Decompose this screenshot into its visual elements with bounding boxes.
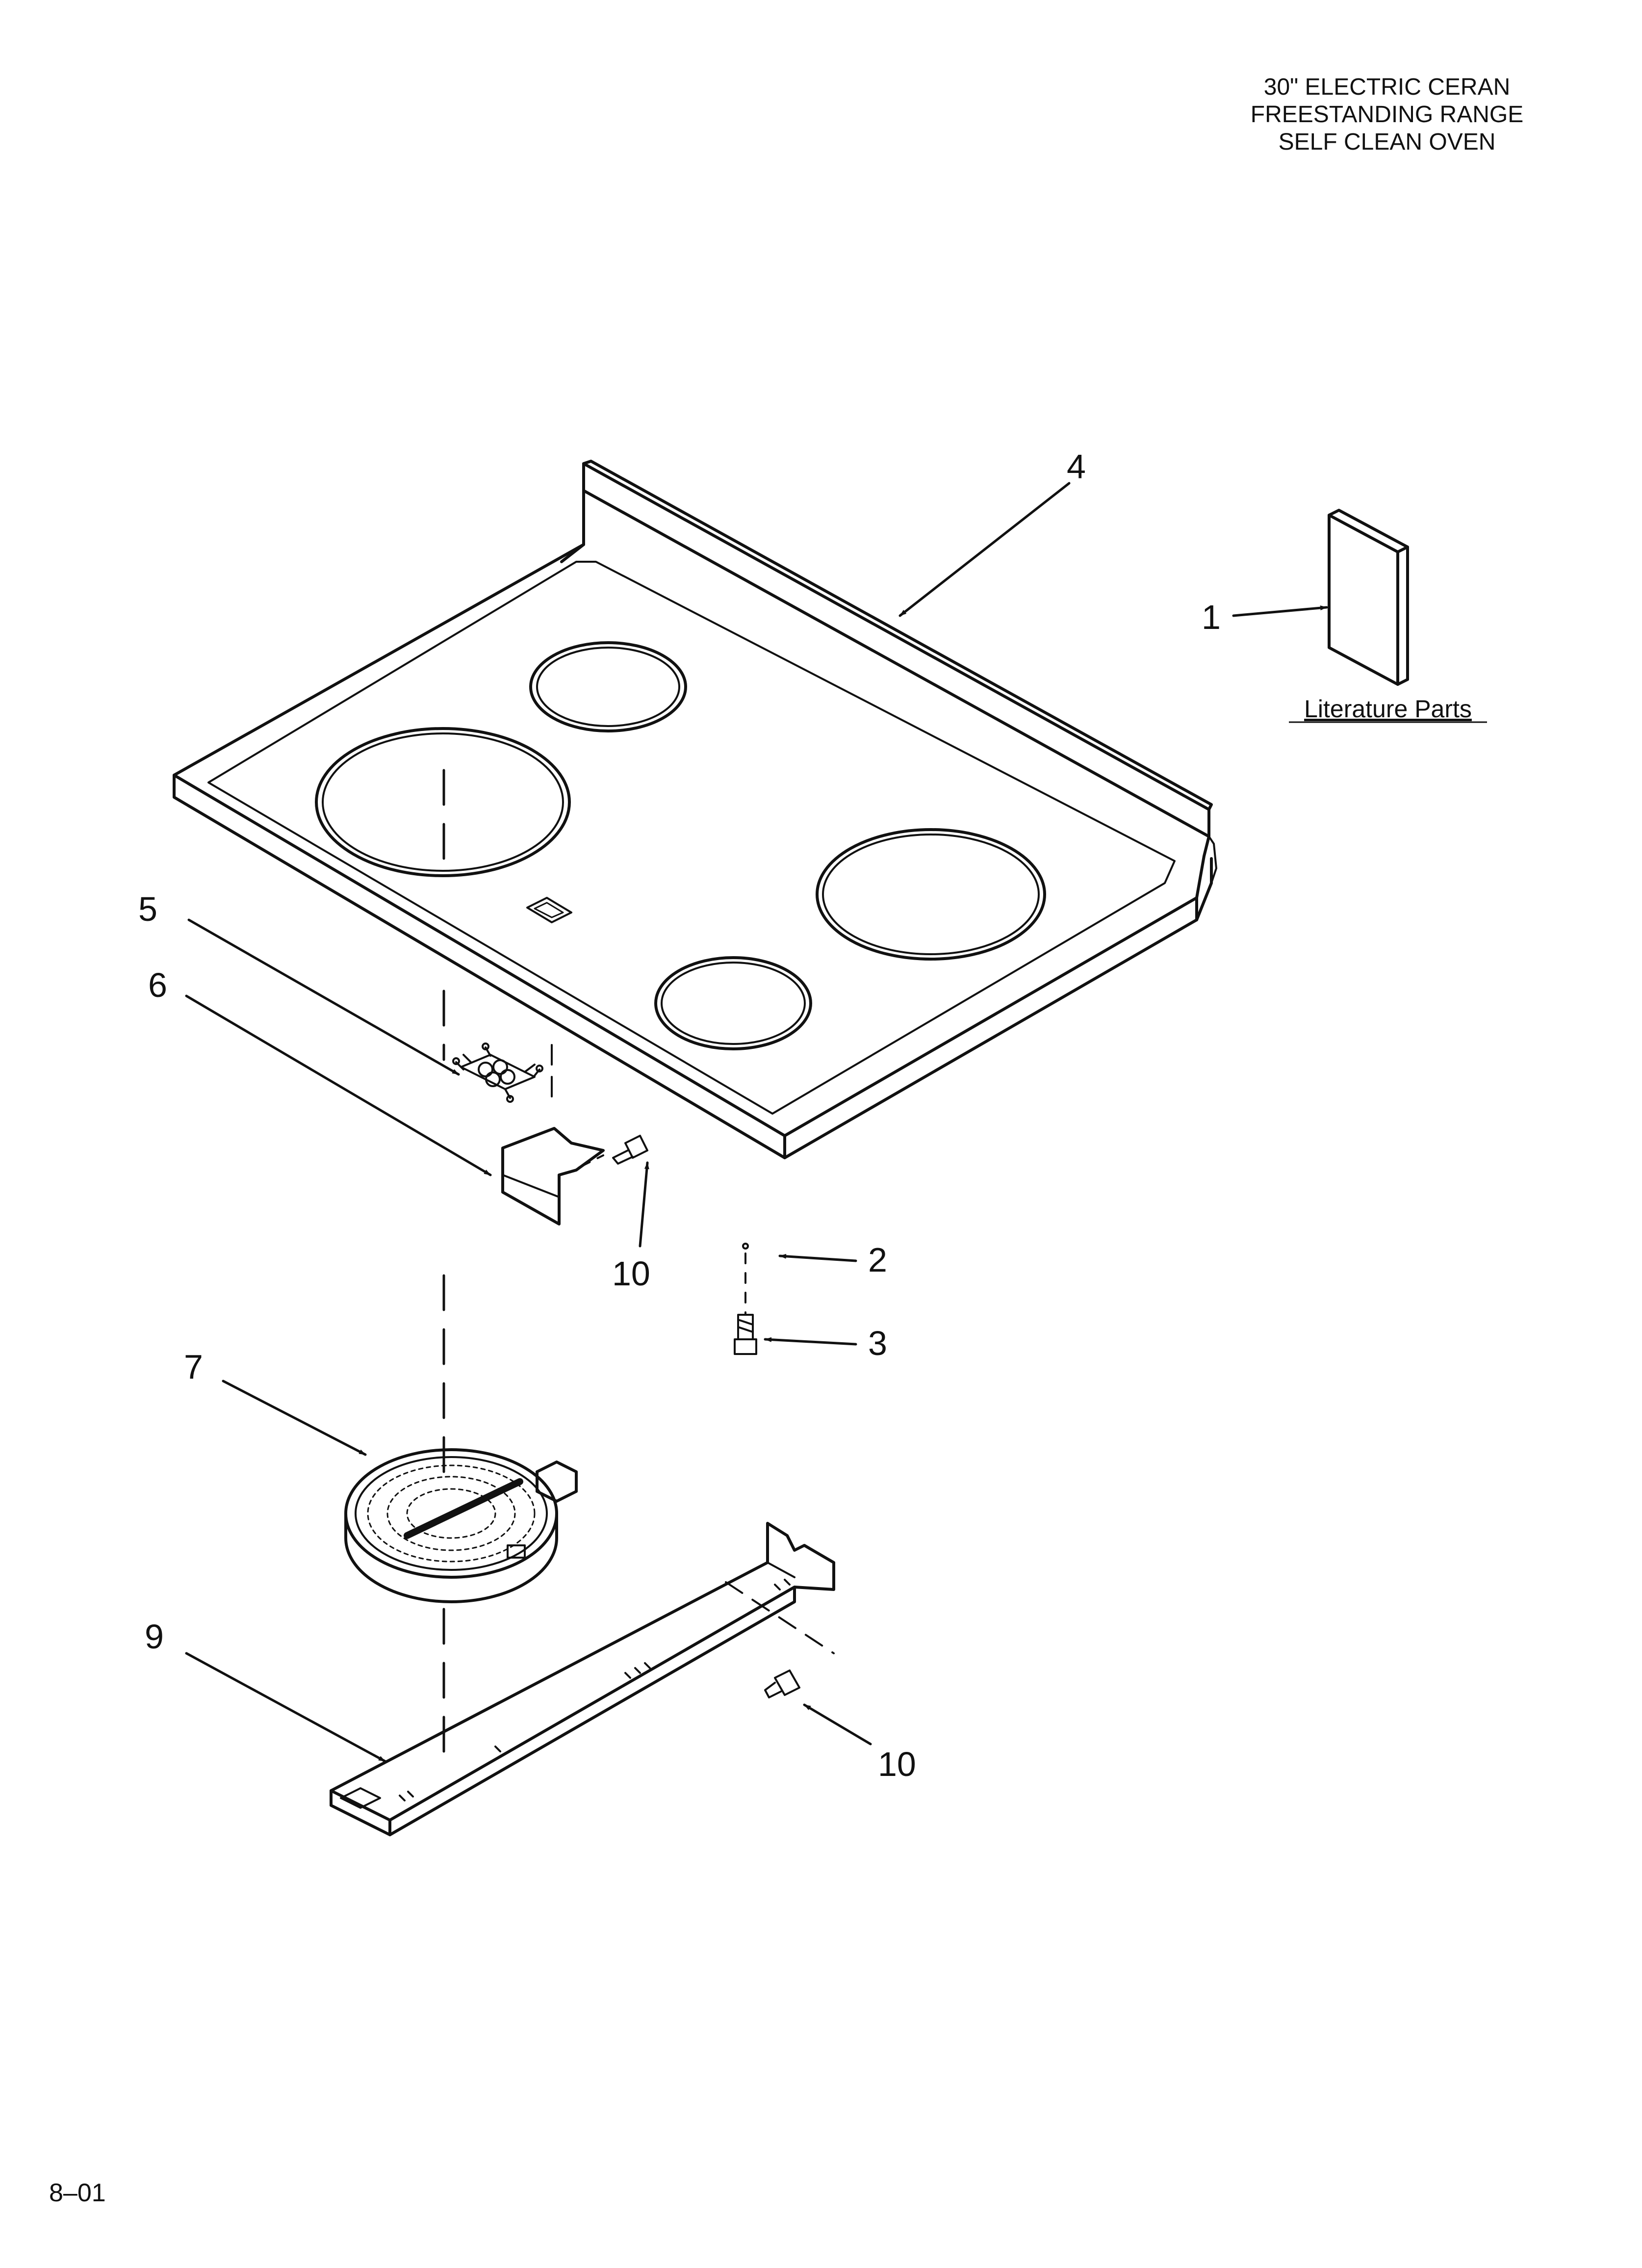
part-6-bracket: [501, 1127, 605, 1225]
leader-3: [764, 1337, 857, 1346]
leader-9: [185, 1652, 386, 1763]
front-right-burner-inner: [661, 962, 806, 1045]
callout-4: 4: [1067, 447, 1086, 486]
leader-7: [222, 1380, 367, 1456]
callout-3: 3: [868, 1324, 887, 1362]
part-7-radiant-element: [344, 1448, 578, 1603]
cooktop-assembly: [173, 460, 1217, 1159]
leader-lines: [185, 482, 1328, 1763]
literature-parts-label: Literature Parts: [1304, 695, 1472, 723]
title-line-3: SELF CLEAN OVEN: [1278, 129, 1496, 155]
hot-surface-indicator: [526, 897, 572, 923]
leader-1: [1232, 605, 1328, 617]
title-line-1: 30" ELECTRIC CERAN: [1263, 74, 1511, 100]
leader-10-upper: [639, 1161, 649, 1248]
callout-5: 5: [138, 890, 157, 928]
leader-dash: [725, 1581, 835, 1654]
leader-4: [898, 482, 1071, 617]
leader-5: [187, 918, 460, 1076]
front-right-burner: [654, 956, 812, 1050]
diagram-title: 30" ELECTRIC CERAN FREESTANDING RANGE SE…: [1215, 74, 1559, 156]
part-10-screw-upper: [612, 1135, 648, 1165]
callout-10-lower: 10: [878, 1745, 916, 1783]
rear-left-burner-inner: [536, 647, 680, 727]
leader-10-lower: [803, 1703, 872, 1746]
callout-1: 1: [1202, 598, 1221, 636]
footer-code: 8–01: [49, 2179, 106, 2207]
callout-2: 2: [868, 1241, 887, 1279]
callout-9: 9: [145, 1617, 164, 1656]
rear-left-burner: [529, 641, 687, 732]
part-2-clip: [742, 1243, 749, 1250]
leader-2: [778, 1253, 857, 1262]
part-9-support-bracket: [330, 1522, 835, 1836]
part-10-screw-lower: [764, 1669, 800, 1698]
burner-rings: [315, 641, 1046, 1050]
rear-right-burner: [816, 828, 1046, 961]
title-line-2: FREESTANDING RANGE: [1250, 102, 1524, 128]
leader-6: [185, 994, 492, 1176]
front-left-burner: [315, 727, 571, 877]
rear-right-burner-inner: [822, 834, 1040, 955]
callout-7: 7: [184, 1348, 203, 1386]
part-1-literature: [1328, 509, 1409, 686]
callout-numbers: 4 1 5 6 10 2 3 7 9 10: [138, 447, 1221, 1783]
callout-10-upper: 10: [612, 1254, 650, 1293]
front-left-burner-inner: [322, 732, 564, 872]
part-3-screw: [734, 1314, 757, 1355]
callout-6: 6: [148, 966, 167, 1004]
part-5-switch: [452, 1043, 543, 1103]
